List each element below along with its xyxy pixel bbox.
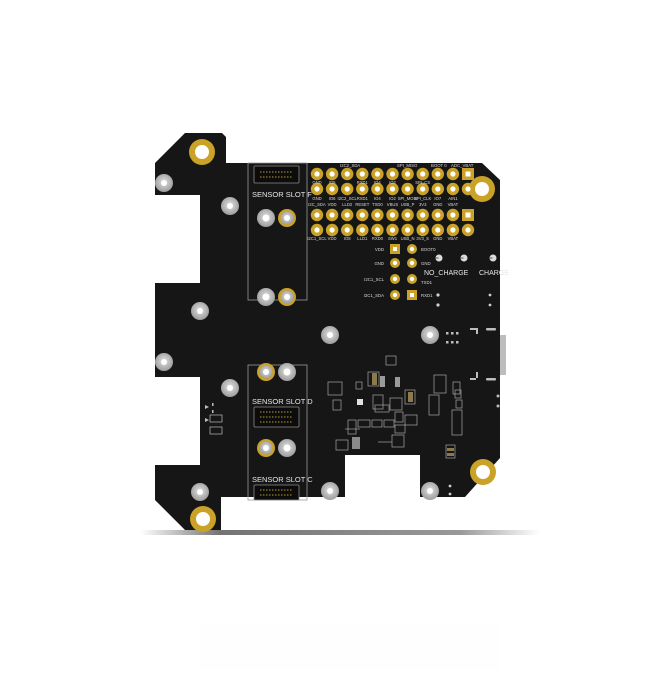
pin-header-grid bbox=[310, 167, 475, 237]
svg-text:3V3: 3V3 bbox=[419, 202, 427, 207]
svg-text:TXD0: TXD0 bbox=[372, 202, 383, 207]
mounting-holes-gold bbox=[189, 139, 496, 532]
board-shadow bbox=[140, 530, 540, 535]
svg-text:IO4: IO4 bbox=[374, 180, 381, 185]
svg-text:SPI_CS: SPI_CS bbox=[415, 180, 430, 185]
svg-text:BOOT 0: BOOT 0 bbox=[431, 163, 447, 168]
svg-text:RXD1: RXD1 bbox=[421, 293, 433, 298]
svg-text:I2C_SDA: I2C_SDA bbox=[308, 202, 326, 207]
svg-text:IO4: IO4 bbox=[374, 196, 381, 201]
svg-text:SPI_MOSI: SPI_MOSI bbox=[398, 196, 418, 201]
svg-text:VBAT: VBAT bbox=[448, 236, 459, 241]
usb-connector bbox=[500, 335, 506, 375]
svg-text:RXD1: RXD1 bbox=[357, 180, 369, 185]
svg-text:I2C2_SDA: I2C2_SDA bbox=[340, 163, 360, 168]
sensor-slot-f-label: SENSOR SLOT F bbox=[252, 190, 312, 199]
svg-text:LLD1: LLD1 bbox=[357, 236, 368, 241]
left-smd-components bbox=[205, 403, 223, 435]
svg-text:I2C2_SCL: I2C2_SCL bbox=[338, 196, 358, 201]
svg-text:IO8: IO8 bbox=[344, 236, 351, 241]
svg-text:GND: GND bbox=[433, 236, 442, 241]
svg-text:RXD1: RXD1 bbox=[357, 196, 369, 201]
svg-text:I2C1_SCL: I2C1_SCL bbox=[307, 236, 327, 241]
svg-text:IO6: IO6 bbox=[329, 196, 336, 201]
svg-text:VDD: VDD bbox=[328, 236, 337, 241]
sensor-slot-d: SENSOR SLOT D bbox=[247, 364, 313, 501]
svg-text:VBAT: VBAT bbox=[448, 202, 459, 207]
svg-text:RXD0: RXD0 bbox=[372, 236, 384, 241]
svg-text:IO5: IO5 bbox=[329, 180, 336, 185]
sensor-slot-f: SENSOR SLOT F bbox=[247, 162, 312, 301]
svg-text:IO2: IO2 bbox=[389, 180, 396, 185]
sensor-slot-d-label: SENSOR SLOT D bbox=[252, 397, 313, 406]
svg-text:VDD: VDD bbox=[375, 247, 384, 252]
svg-text:SW1: SW1 bbox=[388, 236, 398, 241]
charge-leds: NO_CHARGE CHARGE bbox=[424, 254, 509, 307]
svg-text:VDD: VDD bbox=[328, 202, 337, 207]
svg-text:IO7: IO7 bbox=[434, 196, 441, 201]
svg-text:TXD1: TXD1 bbox=[421, 280, 433, 285]
svg-text:AIN1: AIN1 bbox=[448, 196, 458, 201]
smd-components bbox=[327, 355, 463, 496]
svg-text:I2C1_SDA: I2C1_SDA bbox=[364, 293, 384, 298]
slot-f-standoffs bbox=[257, 209, 296, 306]
svg-text:VBUS: VBUS bbox=[387, 202, 399, 207]
header-labels: I2C2_SDA SPI_MISO BOOT 0 ADC_VBAT bbox=[340, 163, 474, 168]
no-charge-label: NO_CHARGE bbox=[424, 270, 469, 277]
svg-text:I2C1_SCL: I2C1_SCL bbox=[364, 277, 384, 282]
svg-text:RESET: RESET bbox=[355, 202, 369, 207]
svg-text:ADC_VBAT: ADC_VBAT bbox=[451, 163, 474, 168]
svg-text:USB_N: USB_N bbox=[401, 236, 415, 241]
svg-text:GND: GND bbox=[421, 261, 431, 266]
svg-text:BOOT0: BOOT0 bbox=[421, 247, 436, 252]
svg-text:3V3_S: 3V3_S bbox=[416, 236, 429, 241]
sensor-slot-c: SENSOR SLOT C bbox=[252, 475, 313, 501]
mounting-holes-silver bbox=[155, 174, 439, 501]
svg-text:SPI_CLK: SPI_CLK bbox=[414, 196, 431, 201]
usb-ic bbox=[446, 328, 500, 408]
sensor-slot-c-label: SENSOR SLOT C bbox=[252, 475, 313, 484]
svg-text:IO2: IO2 bbox=[389, 196, 396, 201]
small-pin-header: VDD GND I2C1_SCL I2C1_SDA BOOT0 GND TXD1… bbox=[364, 244, 436, 300]
svg-text:GND: GND bbox=[433, 202, 442, 207]
svg-text:GND: GND bbox=[312, 196, 321, 201]
charge-label: CHARGE bbox=[479, 270, 509, 277]
svg-text:SPI_MISO: SPI_MISO bbox=[397, 163, 418, 168]
svg-text:GND: GND bbox=[374, 261, 384, 266]
svg-text:USB_P: USB_P bbox=[401, 202, 415, 207]
svg-text:LLD2: LLD2 bbox=[342, 202, 353, 207]
slot-d-standoffs bbox=[257, 363, 296, 457]
svg-text:GND: GND bbox=[312, 180, 321, 185]
